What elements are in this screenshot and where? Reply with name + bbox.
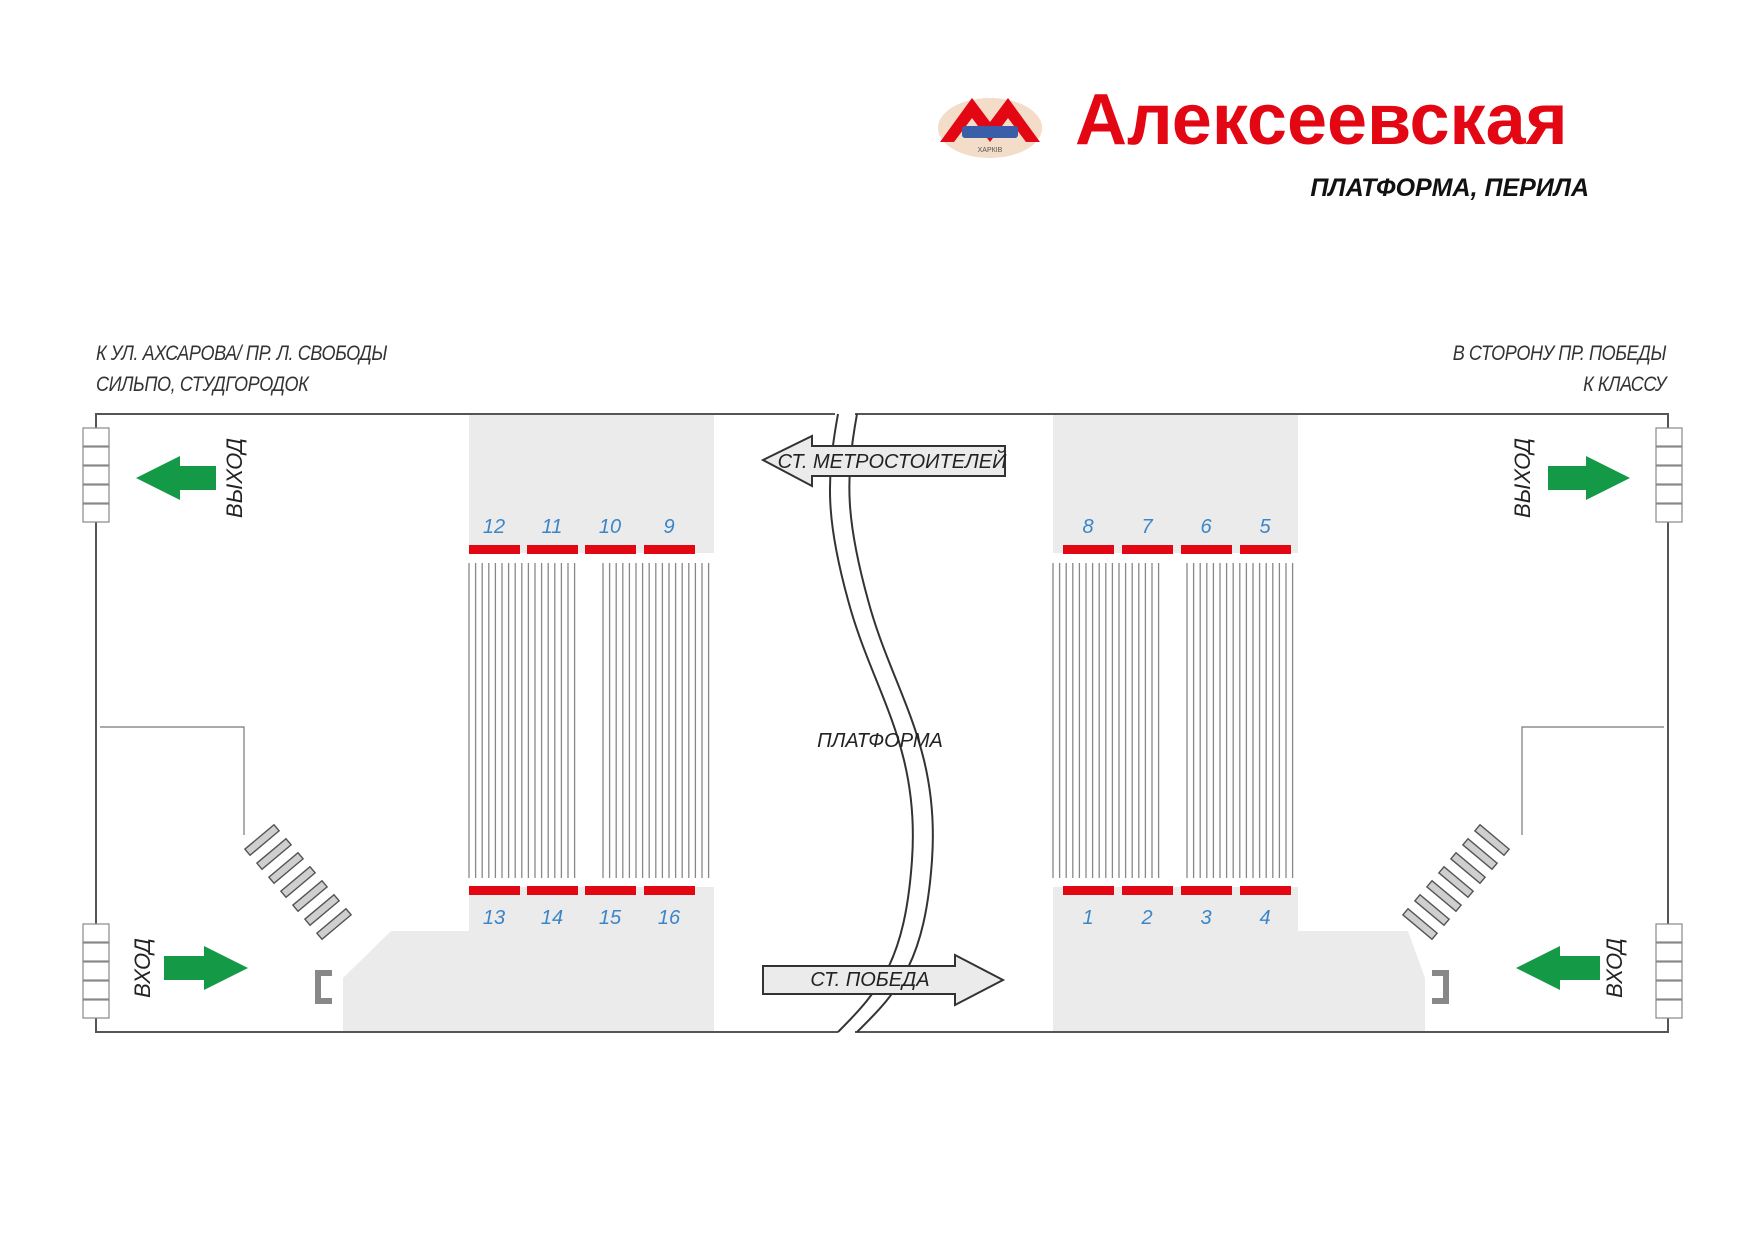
entrance-arrow-left: [164, 946, 248, 990]
station-title: Алексеевская: [1075, 80, 1568, 160]
turnstile: [291, 879, 329, 913]
booth-right: [1432, 970, 1449, 1004]
panel-number: 2: [1140, 907, 1152, 929]
escalator-stairs: [468, 563, 1294, 878]
direction-line: В СТОРОНУ ПР. ПОБЕДЫ: [1452, 342, 1667, 365]
turnstile: [1449, 851, 1487, 885]
panel-number: 4: [1259, 907, 1270, 929]
turnstile: [303, 893, 341, 927]
turnstile: [1461, 837, 1499, 871]
panel-number: 6: [1200, 516, 1212, 538]
direction-line: СИЛЬПО, СТУДГОРОДОК: [96, 373, 309, 396]
panel-number: 1: [1082, 907, 1093, 929]
panel-number: 13: [483, 907, 505, 929]
logo-caption: ХАРКІВ: [978, 147, 1003, 154]
direction-arrow-pobeda: [762, 953, 1006, 1007]
hall-zone-right: [1298, 931, 1425, 1032]
doors-left-bottom: [82, 923, 110, 1019]
turnstile: [267, 851, 305, 885]
booth-left: [315, 970, 332, 1004]
hall-zone-left: [343, 931, 714, 1032]
direction-line: К КЛАССУ: [1583, 373, 1666, 396]
platform-label: ПЛАТФОРМА: [817, 730, 943, 752]
panel-number: 8: [1082, 516, 1093, 538]
turnstiles-left: [243, 823, 353, 941]
turnstile: [1437, 865, 1475, 899]
panel-number: 16: [658, 907, 681, 929]
panel-number: 5: [1259, 516, 1271, 538]
turnstiles-right: [1401, 823, 1511, 941]
doors-right-top: [1655, 427, 1683, 523]
panel-number: 11: [542, 516, 563, 538]
direction-arrow-metrostroiteley: [760, 434, 1006, 488]
turnstile: [279, 865, 317, 899]
exit-label-right: ВЫХОД: [1510, 438, 1535, 518]
panel-bars-left-bottom: [469, 886, 695, 895]
panel-number: 15: [599, 907, 622, 929]
platform-edge-curve: [828, 413, 914, 1033]
exit-arrow-right: [1548, 456, 1630, 500]
turnstile: [1473, 823, 1511, 857]
direction-label-metrostroiteley: СТ. МЕТРОСТОИТЕЛЕЙ: [778, 450, 1007, 473]
turnstile: [243, 823, 281, 857]
doors-right-bottom: [1655, 923, 1683, 1019]
metro-logo: ХАРКІВ: [938, 98, 1042, 158]
turnstile: [1425, 879, 1463, 913]
turnstile: [255, 837, 293, 871]
panel-number: 9: [663, 516, 674, 538]
turnstile: [315, 907, 353, 941]
direction-label-pobeda: СТ. ПОБЕДА: [810, 969, 929, 991]
page-subtitle: ПЛАТФОРМА, ПЕРИЛА: [1310, 174, 1589, 202]
exit-label-left: ВЫХОД: [222, 438, 247, 518]
panel-bars-left-top: [469, 545, 695, 554]
panel-number: 7: [1141, 516, 1153, 538]
panel-bars-right-top: [1063, 545, 1291, 554]
panel-number: 3: [1200, 907, 1211, 929]
turnstile: [1413, 893, 1451, 927]
panel-number: 14: [541, 907, 563, 929]
direction-line: К УЛ. АХСАРОВА/ ПР. Л. СВОБОДЫ: [96, 342, 387, 365]
doors-left-top: [82, 427, 110, 523]
entrance-label-right: ВХОД: [1602, 938, 1627, 998]
station-outline: [95, 413, 1669, 1033]
panel-bars-right-bottom: [1063, 886, 1291, 895]
turnstile: [1401, 907, 1439, 941]
exit-arrow-left: [136, 456, 216, 500]
panel-number: 12: [483, 516, 505, 538]
direction-note-left: К УЛ. АХСАРОВА/ ПР. Л. СВОБОДЫ СИЛЬПО, С…: [96, 338, 434, 400]
panel-number: 10: [599, 516, 621, 538]
direction-note-right: В СТОРОНУ ПР. ПОБЕДЫ К КЛАССУ: [1418, 338, 1667, 400]
entrance-arrow-right: [1516, 946, 1600, 990]
entrance-label-left: ВХОД: [130, 938, 155, 998]
